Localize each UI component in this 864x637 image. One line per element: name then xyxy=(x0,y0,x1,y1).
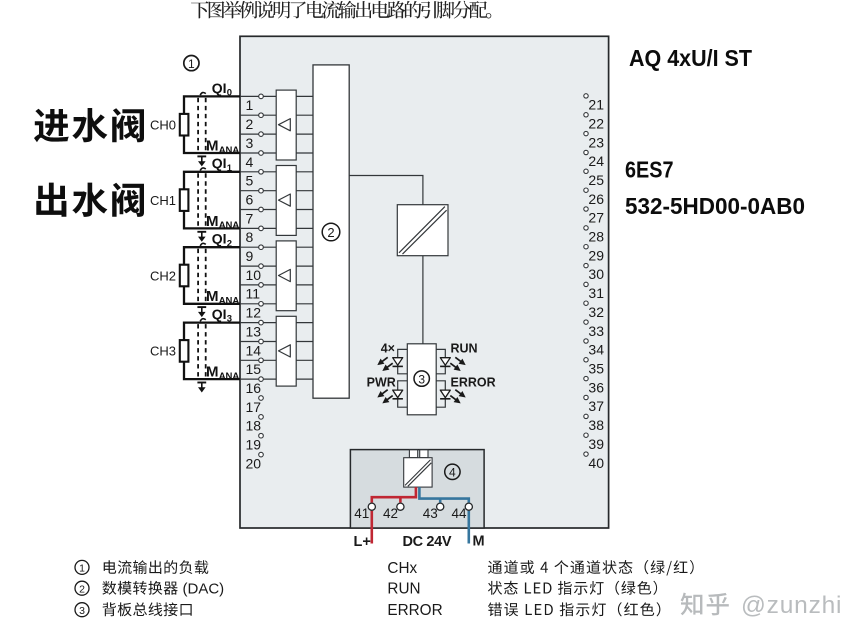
svg-text:QI: QI xyxy=(212,306,227,322)
svg-text:43: 43 xyxy=(423,506,438,521)
svg-text:37: 37 xyxy=(588,398,604,414)
svg-text:18: 18 xyxy=(246,418,262,434)
svg-text:27: 27 xyxy=(588,210,604,226)
svg-text:3: 3 xyxy=(227,314,232,325)
svg-text:ANA: ANA xyxy=(219,371,240,382)
svg-text:24: 24 xyxy=(588,153,604,169)
svg-text:33: 33 xyxy=(588,323,604,339)
svg-text:13: 13 xyxy=(246,323,262,339)
svg-text:31: 31 xyxy=(588,285,604,301)
svg-text:4: 4 xyxy=(246,154,254,170)
svg-text:4: 4 xyxy=(449,466,456,480)
svg-text:3: 3 xyxy=(418,372,425,386)
svg-text:1: 1 xyxy=(79,563,85,575)
svg-text:22: 22 xyxy=(588,115,604,131)
svg-text:8: 8 xyxy=(246,229,254,245)
svg-text:9: 9 xyxy=(246,248,254,264)
svg-text:CHx: CHx xyxy=(387,560,417,577)
svg-text:M: M xyxy=(473,534,485,550)
svg-text:2: 2 xyxy=(79,584,85,596)
svg-text:1: 1 xyxy=(227,163,233,174)
svg-text:14: 14 xyxy=(246,342,262,358)
svg-text:PWR: PWR xyxy=(367,375,396,389)
svg-text:M: M xyxy=(206,364,219,381)
svg-text:L+: L+ xyxy=(354,534,371,550)
svg-text:36: 36 xyxy=(588,379,604,395)
svg-text:4×: 4× xyxy=(381,341,395,355)
svg-text:23: 23 xyxy=(588,134,604,150)
svg-text:10: 10 xyxy=(246,267,262,283)
svg-text:42: 42 xyxy=(383,506,398,521)
svg-text:35: 35 xyxy=(588,361,604,377)
svg-text:34: 34 xyxy=(588,342,604,358)
svg-text:(DAC): (DAC) xyxy=(183,581,225,598)
svg-text:6ES7: 6ES7 xyxy=(625,156,674,182)
svg-text:16: 16 xyxy=(246,380,262,396)
svg-text:7: 7 xyxy=(246,210,254,226)
svg-text:12: 12 xyxy=(246,305,262,321)
svg-text:@zunzhi: @zunzhi xyxy=(741,592,842,619)
svg-text:CH1: CH1 xyxy=(150,193,176,208)
svg-text:RUN: RUN xyxy=(451,341,478,355)
svg-text:532-5HD00-0AB0: 532-5HD00-0AB0 xyxy=(625,193,805,219)
svg-text:3: 3 xyxy=(246,135,254,151)
svg-text:39: 39 xyxy=(588,436,604,452)
svg-text:28: 28 xyxy=(588,229,604,245)
svg-text:26: 26 xyxy=(588,191,604,207)
svg-text:@zunzhi: @zunzhi xyxy=(742,593,843,620)
svg-text:6: 6 xyxy=(246,192,254,208)
svg-text:M: M xyxy=(206,288,219,305)
svg-text:30: 30 xyxy=(588,266,604,282)
svg-text:2: 2 xyxy=(327,225,334,240)
svg-text:21: 21 xyxy=(588,97,604,113)
svg-text:19: 19 xyxy=(246,437,262,453)
svg-text:ANA: ANA xyxy=(219,296,240,307)
svg-text:38: 38 xyxy=(588,417,604,433)
svg-text:41: 41 xyxy=(354,506,369,521)
svg-text:QI: QI xyxy=(212,155,227,171)
svg-text:20: 20 xyxy=(246,455,262,471)
svg-text:5: 5 xyxy=(246,173,254,189)
svg-text:M: M xyxy=(206,137,219,154)
svg-text:32: 32 xyxy=(588,304,604,320)
svg-text:25: 25 xyxy=(588,172,604,188)
svg-text:AQ 4xU/I ST: AQ 4xU/I ST xyxy=(629,45,752,71)
svg-text:DC 24V: DC 24V xyxy=(403,534,452,550)
svg-text:1: 1 xyxy=(188,57,195,71)
svg-text:ANA: ANA xyxy=(219,220,240,231)
svg-text:CH0: CH0 xyxy=(150,118,176,133)
svg-text:QI: QI xyxy=(212,80,227,96)
svg-text:QI: QI xyxy=(212,231,227,247)
svg-text:CH3: CH3 xyxy=(150,344,176,359)
svg-text:15: 15 xyxy=(246,361,262,377)
svg-text:M: M xyxy=(206,213,219,230)
svg-text:1: 1 xyxy=(246,97,254,113)
svg-text:29: 29 xyxy=(588,247,604,263)
svg-text:ERROR: ERROR xyxy=(387,602,442,619)
svg-text:CH2: CH2 xyxy=(150,268,176,283)
svg-text:44: 44 xyxy=(451,506,467,521)
svg-text:2: 2 xyxy=(246,116,254,132)
svg-text:17: 17 xyxy=(246,399,262,415)
svg-text:2: 2 xyxy=(227,238,232,249)
svg-text:RUN: RUN xyxy=(387,581,420,598)
svg-text:ANA: ANA xyxy=(219,145,240,156)
svg-text:0: 0 xyxy=(227,88,232,99)
svg-text:40: 40 xyxy=(588,455,604,471)
svg-text:3: 3 xyxy=(79,605,85,617)
svg-text:11: 11 xyxy=(246,286,261,302)
svg-text:ERROR: ERROR xyxy=(451,375,496,389)
